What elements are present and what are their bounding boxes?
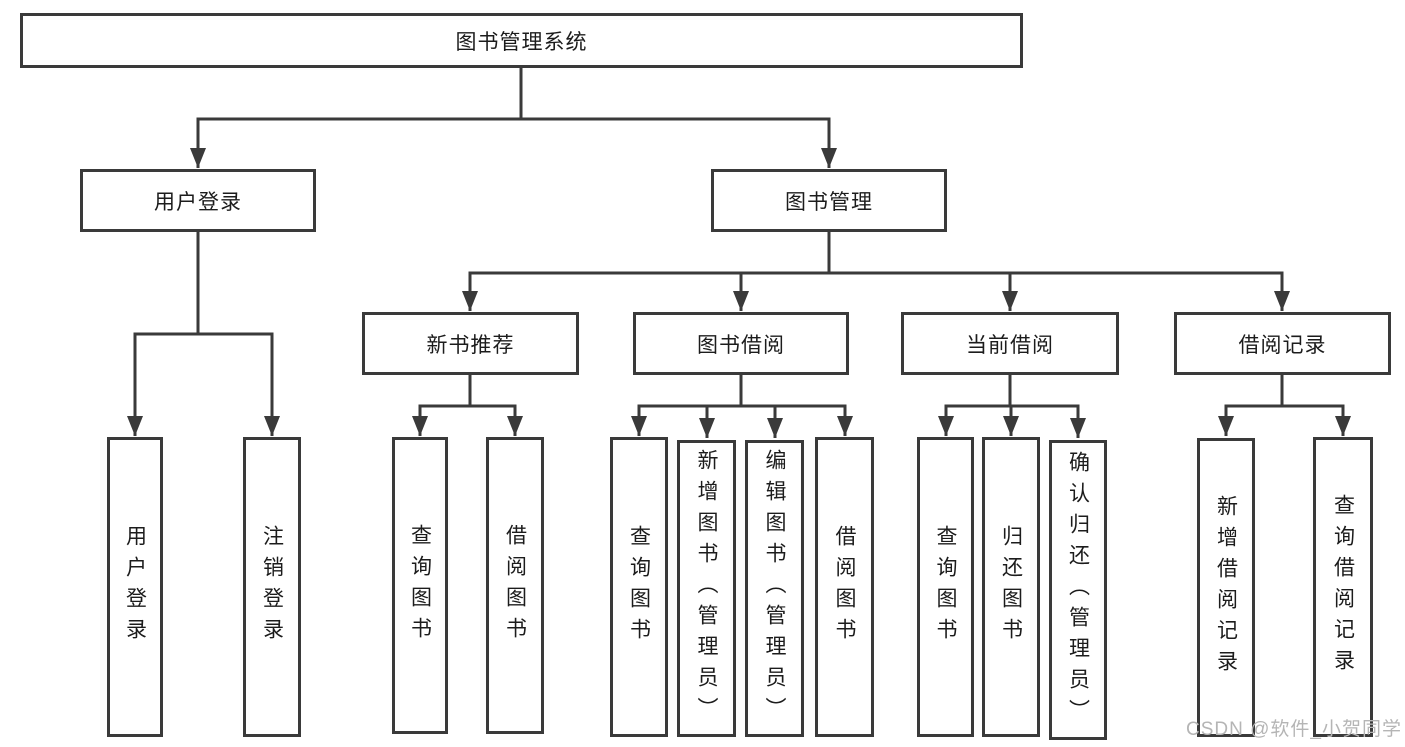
node-label: 新增借阅记录 [1214, 494, 1238, 681]
node-label: 新书推荐 [426, 333, 515, 357]
node-label: 注销登录 [260, 525, 284, 649]
node-label: 查询借阅记录 [1331, 494, 1355, 680]
leaf-record-query-record: 查询借阅记录 [1313, 437, 1373, 737]
node-label: 图书管理系统 [455, 30, 588, 54]
node-label: 图书管理 [785, 190, 873, 214]
connector-user-login-to-leaves [127, 230, 280, 436]
node-book-management: 图书管理 [711, 169, 947, 232]
connector-book-management-to-level3 [462, 230, 1290, 311]
leaf-current-query-book: 查询图书 [917, 437, 974, 737]
node-label: 当前借阅 [966, 333, 1054, 357]
node-label: 归还图书 [999, 525, 1023, 649]
node-label: 图书借阅 [697, 333, 785, 357]
leaf-user-login: 用户登录 [107, 437, 163, 737]
leaf-current-return-book: 归还图书 [982, 437, 1040, 737]
leaf-record-add-record: 新增借阅记录 [1197, 438, 1255, 737]
leaf-current-confirm-return-admin: 确认归还（管理员） [1049, 440, 1107, 740]
node-label: 用户登录 [123, 525, 147, 649]
connector-current-borrow-to-leaves [938, 373, 1086, 438]
node-new-book-recommend: 新书推荐 [362, 312, 579, 375]
node-label: 查询图书 [408, 523, 432, 648]
node-label: 查询图书 [934, 525, 957, 649]
leaf-newbook-query-book: 查询图书 [392, 437, 448, 734]
node-label: 新增图书（管理员） [695, 449, 718, 728]
node-borrow-record: 借阅记录 [1174, 312, 1391, 375]
node-label: 编辑图书（管理员） [763, 449, 786, 728]
node-label: 用户登录 [154, 190, 242, 214]
node-root-system: 图书管理系统 [20, 13, 1023, 68]
csdn-watermark: CSDN @软件_小贺同学 [1186, 719, 1402, 740]
node-label: 借阅图书 [833, 525, 856, 649]
connector-root-to-level2 [190, 66, 837, 168]
node-book-borrow: 图书借阅 [633, 312, 849, 375]
connector-book-borrow-to-leaves [631, 373, 853, 438]
node-label: 借阅记录 [1238, 333, 1327, 357]
node-label: 查询图书 [627, 525, 651, 649]
connector-new-book-to-leaves [412, 373, 523, 436]
leaf-logout-login: 注销登录 [243, 437, 301, 737]
node-label: 确认归还（管理员） [1066, 450, 1090, 730]
leaf-borrow-edit-book-admin: 编辑图书（管理员） [745, 440, 804, 737]
leaf-borrow-borrow-book: 借阅图书 [815, 437, 874, 737]
node-user-login: 用户登录 [80, 169, 316, 232]
node-current-borrow: 当前借阅 [901, 312, 1119, 375]
node-label: 借阅图书 [503, 523, 527, 648]
connector-borrow-record-to-leaves [1218, 373, 1351, 436]
leaf-borrow-query-book: 查询图书 [610, 437, 668, 737]
leaf-borrow-add-book-admin: 新增图书（管理员） [677, 440, 736, 737]
leaf-newbook-borrow-book: 借阅图书 [486, 437, 544, 734]
